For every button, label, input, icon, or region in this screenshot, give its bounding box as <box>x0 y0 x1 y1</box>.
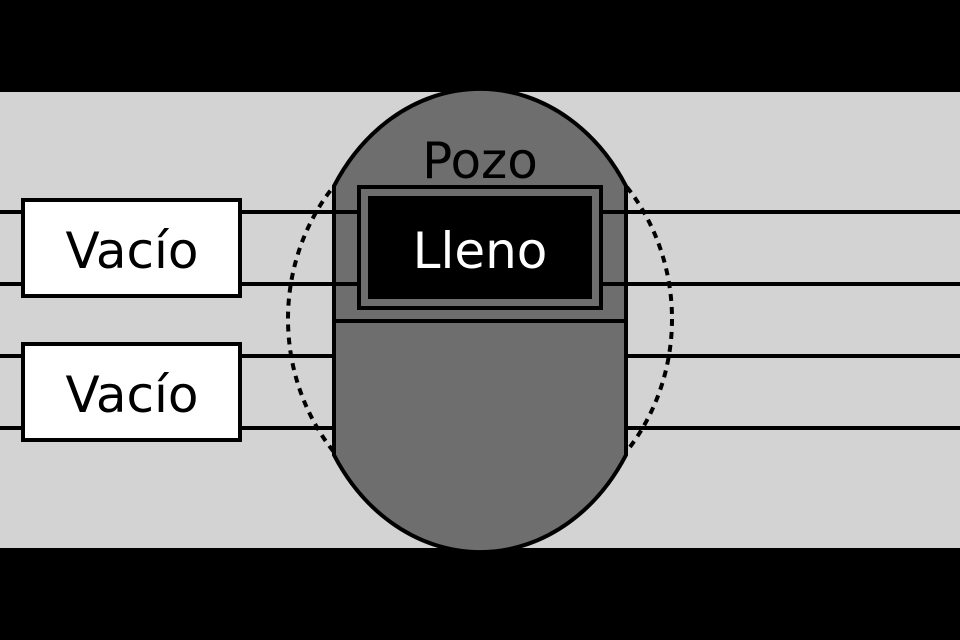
well-dashed-outline <box>286 112 674 526</box>
empty-box-2 <box>21 342 242 442</box>
empty-label-2: Vacío <box>66 366 199 424</box>
empty-box-1 <box>21 198 242 298</box>
well-label: Pozo <box>422 132 538 190</box>
full-label: Lleno <box>413 222 548 280</box>
empty-label-1: Vacío <box>66 222 199 280</box>
full-box <box>368 196 592 299</box>
top-letterbox-bar <box>0 0 960 92</box>
bottom-letterbox-bar <box>0 548 960 640</box>
